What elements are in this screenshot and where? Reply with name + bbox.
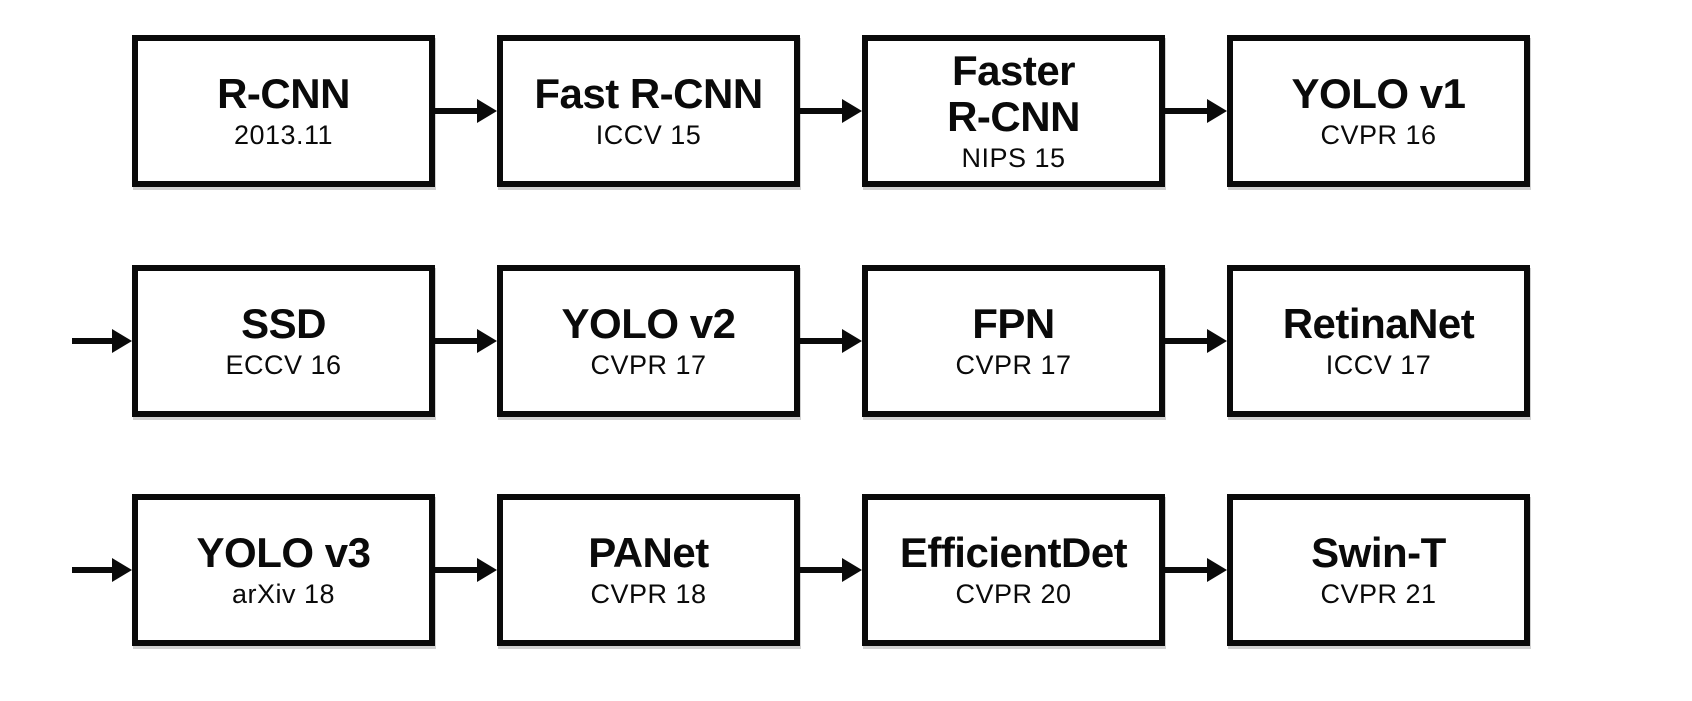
arrow-right-icon [1165, 554, 1227, 586]
model-venue: ICCV 17 [1325, 350, 1432, 381]
arrow-right-icon [72, 325, 132, 357]
model-venue: CVPR 21 [1320, 579, 1437, 610]
arrow-right-icon [435, 554, 497, 586]
arrow-right-icon [800, 95, 862, 127]
model-name: YOLO v2 [561, 299, 736, 347]
model-box-faster-r-cnn: Faster R-CNN NIPS 15 [862, 35, 1165, 187]
arrow-right-icon [435, 325, 497, 357]
model-box-panet: PANet CVPR 18 [497, 494, 800, 646]
arrow-right-icon [800, 325, 862, 357]
model-box-yolo-v2: YOLO v2 CVPR 17 [497, 265, 800, 417]
model-box-yolo-v1: YOLO v1 CVPR 16 [1227, 35, 1530, 187]
model-box-yolo-v3: YOLO v3 arXiv 18 [132, 494, 435, 646]
model-venue: CVPR 17 [955, 350, 1072, 381]
flow-row-3: YOLO v3 arXiv 18 PANet CVPR 18 Efficient… [72, 494, 1530, 646]
arrow-right-icon [1165, 325, 1227, 357]
model-box-fpn: FPN CVPR 17 [862, 265, 1165, 417]
arrow-right-icon [435, 95, 497, 127]
model-box-swin-t: Swin-T CVPR 21 [1227, 494, 1530, 646]
model-name: YOLO v1 [1291, 69, 1466, 117]
model-venue: CVPR 17 [590, 350, 707, 381]
model-name: SSD [241, 299, 326, 347]
arrow-right-icon [72, 554, 132, 586]
model-name: RetinaNet [1282, 299, 1475, 347]
model-venue: ECCV 16 [225, 350, 342, 381]
model-box-retinanet: RetinaNet ICCV 17 [1227, 265, 1530, 417]
model-venue: arXiv 18 [231, 579, 336, 610]
model-box-r-cnn: R-CNN 2013.11 [132, 35, 435, 187]
model-name: FPN [972, 299, 1055, 347]
arrow-right-icon [1165, 95, 1227, 127]
model-venue: 2013.11 [233, 120, 334, 151]
model-name: R-CNN [217, 69, 350, 117]
model-box-ssd: SSD ECCV 16 [132, 265, 435, 417]
model-venue: CVPR 18 [590, 579, 707, 610]
model-name: Faster R-CNN [947, 47, 1080, 140]
arrow-right-icon [800, 554, 862, 586]
flow-row-1: R-CNN 2013.11 Fast R-CNN ICCV 15 Faster … [132, 35, 1530, 187]
model-name: EfficientDet [899, 528, 1128, 576]
model-name: PANet [588, 528, 709, 576]
model-name: YOLO v3 [196, 528, 371, 576]
model-name: Swin-T [1311, 528, 1446, 576]
model-venue: CVPR 20 [955, 579, 1072, 610]
model-box-efficientdet: EfficientDet CVPR 20 [862, 494, 1165, 646]
model-venue: NIPS 15 [961, 142, 1066, 173]
flow-row-2: SSD ECCV 16 YOLO v2 CVPR 17 FPN CVPR 17 … [72, 265, 1530, 417]
model-venue: CVPR 16 [1320, 120, 1437, 151]
model-venue: ICCV 15 [595, 120, 702, 151]
model-name: Fast R-CNN [534, 69, 763, 117]
model-box-fast-r-cnn: Fast R-CNN ICCV 15 [497, 35, 800, 187]
